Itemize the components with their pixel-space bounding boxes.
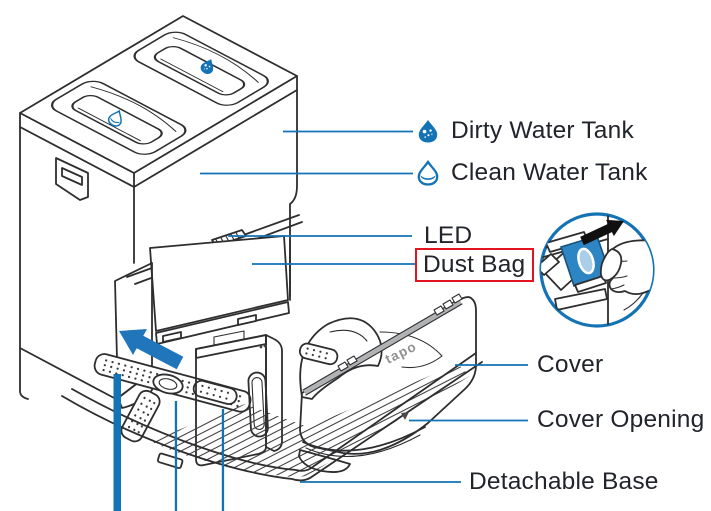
dirty-water-drop-icon bbox=[200, 59, 214, 74]
callout-label: Cover Opening bbox=[537, 406, 705, 433]
latch bbox=[55, 157, 89, 201]
callout-dust-bag: Dust Bag bbox=[415, 248, 535, 282]
cutoff-leader-lines bbox=[113, 374, 225, 511]
leader-lines bbox=[200, 130, 528, 483]
clean-water-drop-icon bbox=[107, 109, 122, 127]
pull-direction-arrow bbox=[580, 219, 624, 246]
dust-bag-highlight-box: Dust Bag bbox=[415, 248, 535, 282]
cover-tabs bbox=[337, 293, 463, 372]
callout-detachable-base: Detachable Base bbox=[469, 465, 659, 499]
callout-cover: Cover bbox=[537, 348, 603, 382]
callout-label: Clean Water Tank bbox=[451, 159, 648, 186]
dirty-water-drop-icon bbox=[415, 118, 441, 144]
hand bbox=[599, 239, 653, 311]
callout-label: Dust Bag bbox=[423, 251, 526, 278]
callout-cover-opening: Cover Opening bbox=[537, 403, 704, 437]
callout-dirty-water-tank: Dirty Water Tank bbox=[415, 114, 634, 148]
callout-clean-water-tank: Clean Water Tank bbox=[415, 156, 648, 190]
callout-led: LED bbox=[424, 219, 472, 253]
cover-panel: tapo bbox=[298, 293, 477, 473]
clean-water-drop-icon bbox=[415, 160, 441, 186]
cover-opening-mark bbox=[401, 412, 409, 420]
dust-bag-compartment bbox=[126, 214, 303, 345]
perforated-strips bbox=[93, 342, 339, 443]
callout-label: Cover bbox=[537, 351, 604, 378]
insert-direction-arrow bbox=[119, 329, 184, 370]
station-top-unit bbox=[19, 15, 298, 400]
dust-bag-panel bbox=[149, 235, 289, 332]
callout-label: Detachable Base bbox=[469, 468, 659, 495]
callout-label: Dirty Water Tank bbox=[451, 117, 634, 144]
callout-label: LED bbox=[424, 222, 473, 249]
dust-bag-removal-inset bbox=[539, 212, 655, 328]
